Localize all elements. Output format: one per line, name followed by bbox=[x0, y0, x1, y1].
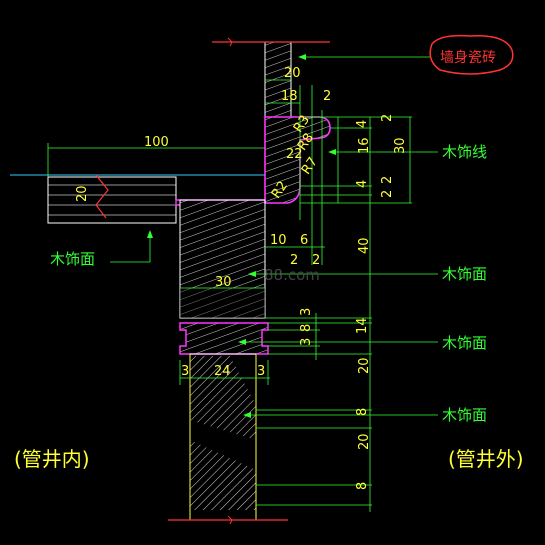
trim-molding bbox=[264, 116, 331, 204]
dimension-lines bbox=[47, 56, 438, 512]
dim-24: 24 bbox=[214, 364, 231, 379]
dim-10: 10 bbox=[270, 233, 287, 248]
dim-20-left: 20 bbox=[75, 185, 90, 202]
top-break-line bbox=[212, 37, 330, 47]
dim-2e: 2 bbox=[312, 253, 320, 268]
dim-2-top: 2 bbox=[323, 89, 331, 104]
shaft-outside-label: (管井外) bbox=[448, 447, 524, 471]
dim-20-top: 20 bbox=[284, 66, 301, 81]
wood-face-label-1: 木饰面 bbox=[442, 265, 487, 283]
trim-line-label: 木饰线 bbox=[442, 143, 487, 161]
dim-3b: 3 bbox=[299, 338, 314, 346]
dim-40: 40 bbox=[357, 237, 372, 254]
watermark: 88.com bbox=[264, 266, 320, 284]
dim-4a: 4 bbox=[355, 120, 370, 128]
dim-3a: 3 bbox=[299, 308, 314, 316]
wood-face-label-2: 木饰面 bbox=[442, 334, 487, 352]
dim-8b: 8 bbox=[355, 408, 370, 416]
dim-30-right: 30 bbox=[393, 137, 408, 154]
wall-tile-tag: 墙身瓷砖 bbox=[429, 34, 514, 75]
callout-labels: 墙身瓷砖 木饰线 木饰面 木饰面 木饰面 木饰面 (管井内) (管井外) 88.… bbox=[14, 34, 524, 471]
dim-8c: 8 bbox=[355, 482, 370, 490]
dim-3c: 3 bbox=[181, 364, 189, 379]
leader-arrows bbox=[147, 54, 336, 418]
dim-8a: 8 bbox=[299, 324, 314, 332]
dim-16: 16 bbox=[357, 137, 372, 154]
wall-tile-label: 墙身瓷砖 bbox=[440, 50, 496, 66]
shaft-inside-label: (管井内) bbox=[14, 447, 90, 471]
dim-3d: 3 bbox=[257, 364, 265, 379]
dim-6: 6 bbox=[300, 233, 308, 248]
wood-face-label-left: 木饰面 bbox=[50, 250, 95, 268]
dim-14: 14 bbox=[355, 317, 370, 334]
dim-22: 22 bbox=[286, 147, 303, 162]
small-profile bbox=[179, 322, 269, 355]
dim-20-bot: 20 bbox=[357, 433, 372, 450]
dim-100: 100 bbox=[144, 135, 169, 150]
dim-30-mid: 30 bbox=[215, 275, 232, 290]
dimension-texts: 20 18 2 100 R3 22 R8 R7 R2 4 2 16 30 4 2… bbox=[75, 66, 408, 490]
dim-20-low: 20 bbox=[357, 357, 372, 374]
center-wood-block bbox=[179, 199, 266, 319]
dim-2b: 2 bbox=[380, 176, 395, 184]
dim-2a: 2 bbox=[380, 114, 395, 122]
dim-18: 18 bbox=[281, 89, 298, 104]
bottom-break-line bbox=[168, 515, 288, 525]
left-horizontal-panel bbox=[10, 174, 265, 224]
wood-face-label-3: 木饰面 bbox=[442, 406, 487, 424]
dim-4b: 4 bbox=[355, 180, 370, 188]
dim-2d: 2 bbox=[290, 253, 298, 268]
dim-2c: 2 bbox=[380, 190, 395, 198]
